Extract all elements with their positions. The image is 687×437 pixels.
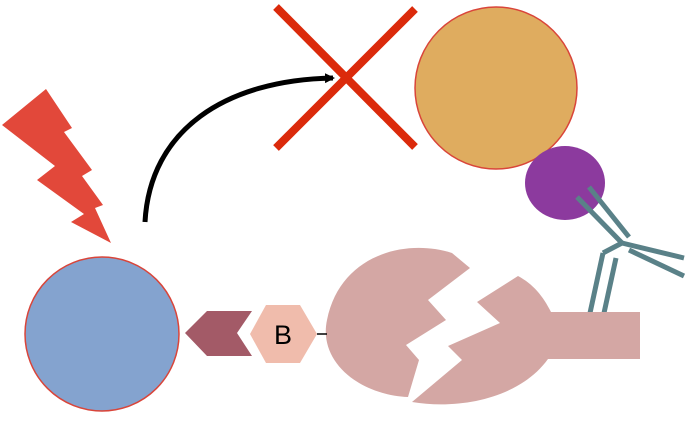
blue-circle	[24, 256, 180, 412]
chevron-tag	[185, 311, 252, 356]
blocked-x-icon	[273, 4, 418, 151]
purple-circle	[525, 146, 605, 220]
biotin-hexagon	[250, 305, 317, 363]
orange-circle	[414, 6, 578, 170]
curved-arrow-icon	[142, 73, 335, 223]
pink-fragment-right	[412, 276, 640, 405]
pink-fragment-left	[325, 247, 470, 397]
antibody-icon	[575, 185, 686, 314]
hexagon-label: B	[274, 320, 292, 350]
lightning-bolt-icon	[2, 89, 111, 243]
